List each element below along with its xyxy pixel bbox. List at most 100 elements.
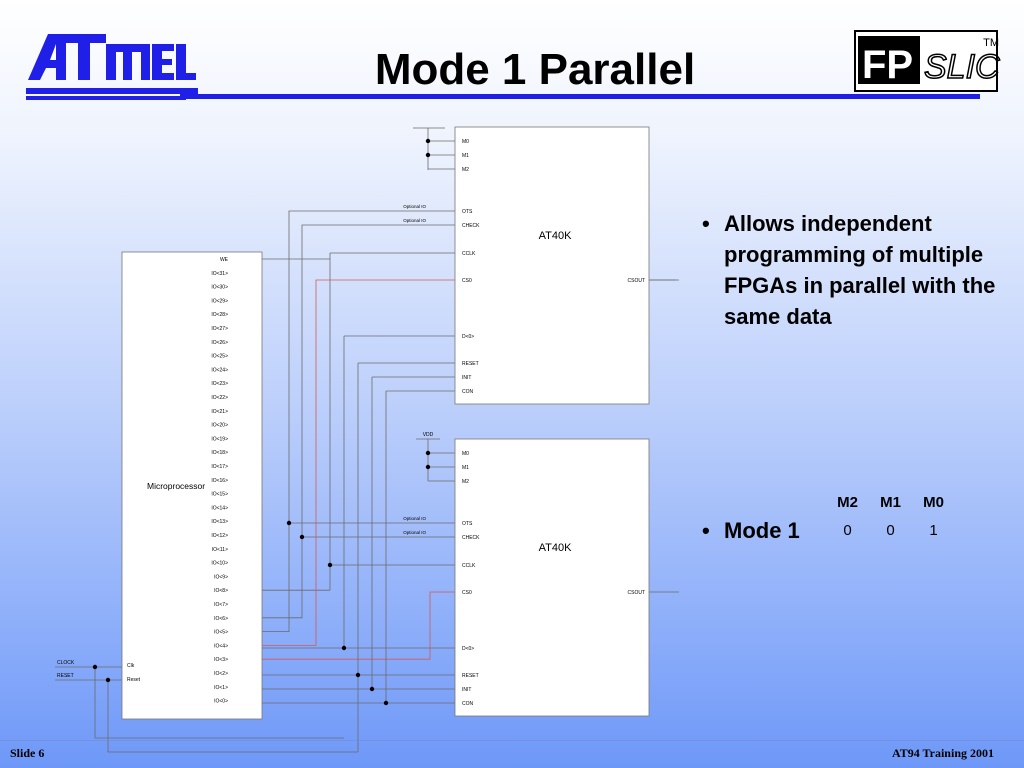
mode-value-m1: 0	[886, 522, 895, 539]
optional-io-note: Optional IO	[403, 530, 426, 535]
fpga-bottom-label: AT40K	[539, 542, 572, 554]
microprocessor-box	[121, 251, 263, 720]
mp-pin-label: IO<9>	[214, 574, 228, 580]
mp-pin-label: IO<7>	[214, 602, 228, 608]
fpga-top-pin: OTS	[462, 209, 473, 215]
fpga-top-pin: M0	[462, 139, 469, 145]
fpga-top-pin: INIT	[462, 375, 471, 381]
wire	[262, 224, 455, 619]
reset-input-label: RESET	[57, 673, 74, 679]
mp-pin-label: IO<23>	[211, 381, 228, 387]
wire	[94, 667, 344, 739]
fpga-top-label: AT40K	[539, 230, 572, 242]
junction-dot	[355, 672, 361, 678]
title-underline	[180, 94, 980, 99]
mp-pin-label: IO<30>	[211, 285, 228, 291]
fpga-bottom-pin: M1	[462, 465, 469, 471]
microprocessor-label: Microprocessor	[147, 481, 205, 491]
fpslic-logo: FP SLIC TM	[854, 30, 1001, 92]
fpslic-slic: SLIC	[924, 48, 1000, 86]
bullet-marker: •	[702, 518, 710, 543]
mp-pin-label: IO<27>	[211, 326, 228, 332]
fpga-top-pin: M2	[462, 167, 469, 173]
mp-pin-label: IO<21>	[211, 409, 228, 415]
junction-dot	[105, 677, 111, 683]
cs-wire	[262, 279, 455, 646]
optional-io-note: Optional IO	[403, 516, 426, 521]
mp-pin-label: IO<5>	[214, 630, 228, 636]
fpga-top-pin: CON	[462, 389, 474, 395]
cs-wire	[262, 591, 455, 660]
fpga-bottom-pin: CON	[462, 701, 474, 707]
mode-bullet: • Mode 1	[702, 518, 800, 544]
mp-pin-label: IO<28>	[211, 312, 228, 318]
mp-pin-label: IO<10>	[211, 561, 228, 567]
mode-table-values: 0 0 1	[826, 522, 955, 539]
slide-number: Slide 6	[10, 746, 45, 760]
junction-dot	[369, 686, 375, 692]
junction-dot	[299, 534, 305, 540]
vdd-label: VDD	[423, 432, 434, 438]
mp-pin-label: IO<16>	[211, 478, 228, 484]
optional-io-note: Optional IO	[403, 218, 426, 223]
atmel-logo	[26, 34, 198, 100]
mp-pin-label: IO<25>	[211, 354, 228, 360]
fpga-bottom-csout: CSOUT	[628, 590, 646, 596]
fpga-top-pin: M1	[462, 153, 469, 159]
mp-pin-label: IO<24>	[211, 367, 228, 373]
junction-dot	[425, 138, 431, 144]
slide-title: Mode 1 Parallel	[374, 45, 696, 94]
fpga-bottom-box	[454, 438, 650, 717]
junction-dot	[383, 700, 389, 706]
mp-pin-clk: Clk	[127, 663, 135, 669]
mode-value-m2: 0	[843, 522, 852, 539]
mode-value-m0: 1	[929, 522, 938, 539]
junction-dot	[425, 464, 431, 470]
mp-pin-label: IO<0>	[214, 699, 228, 705]
mp-pin-label: IO<14>	[211, 505, 228, 511]
bullet-marker: •	[702, 211, 710, 236]
junction-dot	[327, 562, 333, 568]
mp-pin-label: IO<13>	[211, 519, 228, 525]
fpga-bottom-pin: M2	[462, 479, 469, 485]
mp-pin-label: IO<20>	[211, 423, 228, 429]
mp-pin-reset: Reset	[127, 677, 141, 683]
bullet-item: • Allows independent programming of mult…	[702, 208, 1002, 332]
mode-header-m2: M2	[837, 494, 858, 511]
fpga-bottom-pin: D<0>	[462, 646, 474, 652]
junction-dot	[425, 450, 431, 456]
mp-pin-label: IO<29>	[211, 298, 228, 304]
mp-pin-label: IO<19>	[211, 436, 228, 442]
mode-label: Mode 1	[724, 518, 800, 543]
mp-pin-label: IO<6>	[214, 616, 228, 622]
mp-pin-label: IO<12>	[211, 533, 228, 539]
mp-pin-label: IO<18>	[211, 450, 228, 456]
mp-pin-label: IO<22>	[211, 395, 228, 401]
mp-pin-label: IO<17>	[211, 464, 228, 470]
footer-course: AT94 Training 2001	[891, 746, 994, 760]
mp-pin-label: IO<8>	[214, 588, 228, 594]
clock-input-label: CLOCK	[57, 660, 75, 666]
mp-pin-label: IO<1>	[214, 685, 228, 691]
mp-pin-label: IO<4>	[214, 643, 228, 649]
fpga-bottom-pin: INIT	[462, 687, 471, 693]
fpslic-fp: FP	[862, 43, 913, 87]
mode-header-m1: M1	[880, 494, 901, 511]
fpga-bottom-pin: OTS	[462, 521, 473, 527]
fpga-bottom-pin: M0	[462, 451, 469, 457]
fpga-top-pin: CHECK	[462, 223, 480, 229]
mode-header-m0: M0	[923, 494, 944, 511]
fpga-top-csout: CSOUT	[628, 278, 646, 284]
fpga-bottom-pin: CHECK	[462, 535, 480, 541]
fpga-bottom-pin: CCLK	[462, 563, 476, 569]
mp-pin-label: IO<26>	[211, 340, 228, 346]
mp-pin-label: IO<31>	[211, 271, 228, 277]
junction-dot	[286, 520, 292, 526]
fpga-top-pin: CS0	[462, 278, 472, 284]
mp-pin-label: WE	[220, 257, 229, 263]
fpga-top-pin: CCLK	[462, 251, 476, 257]
bullet-list: • Allows independent programming of mult…	[702, 208, 1002, 332]
mp-pin-label: IO<11>	[212, 547, 228, 553]
fpslic-tm: TM	[983, 37, 999, 49]
